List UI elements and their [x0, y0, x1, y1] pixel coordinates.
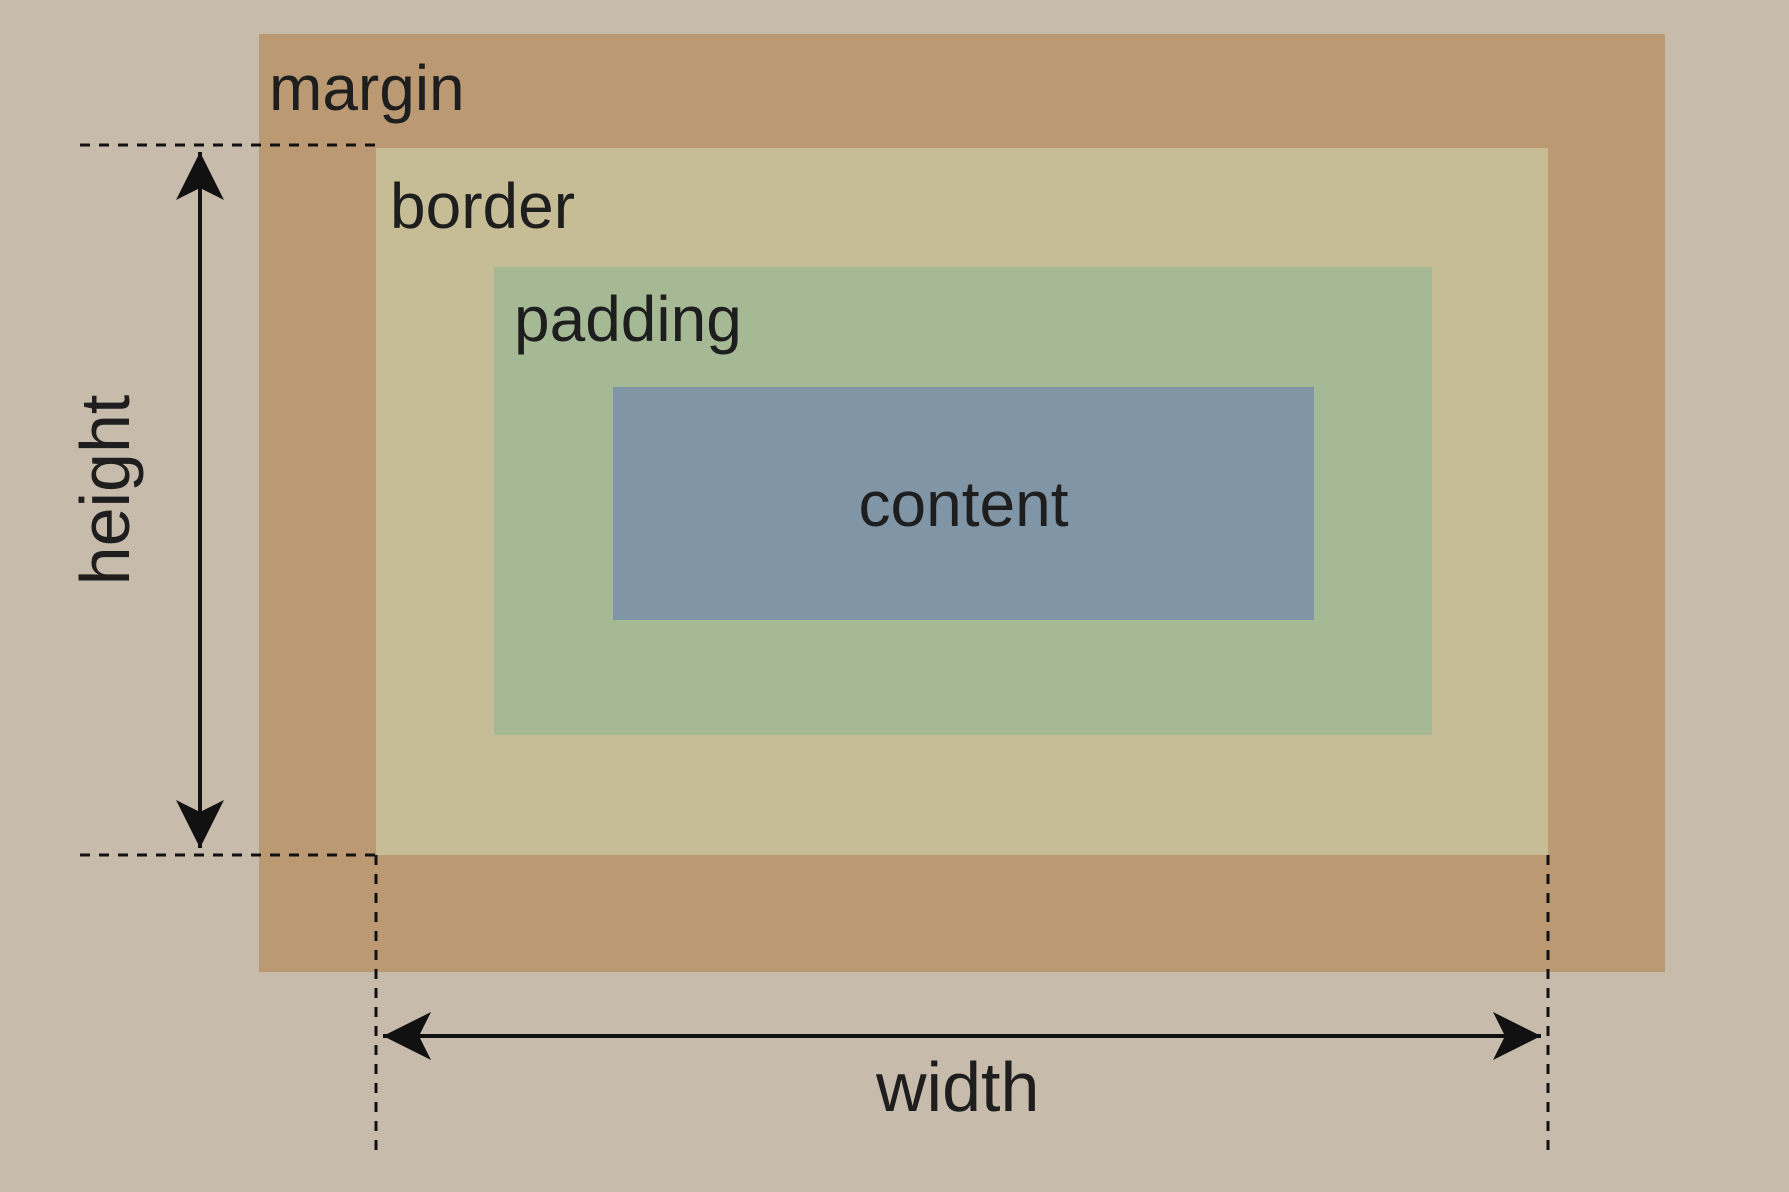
- height-label: height: [66, 394, 144, 586]
- width-arrowhead-left: [383, 1012, 431, 1060]
- width-arrowhead-right: [1493, 1012, 1541, 1060]
- border-label: border: [390, 170, 575, 242]
- height-arrowhead-bottom: [176, 800, 224, 848]
- padding-label: padding: [514, 283, 742, 355]
- width-label: width: [876, 1048, 1040, 1126]
- content-label: content: [858, 467, 1069, 540]
- content-box: content: [613, 387, 1314, 620]
- margin-label: margin: [269, 52, 465, 124]
- height-arrowhead-top: [176, 152, 224, 200]
